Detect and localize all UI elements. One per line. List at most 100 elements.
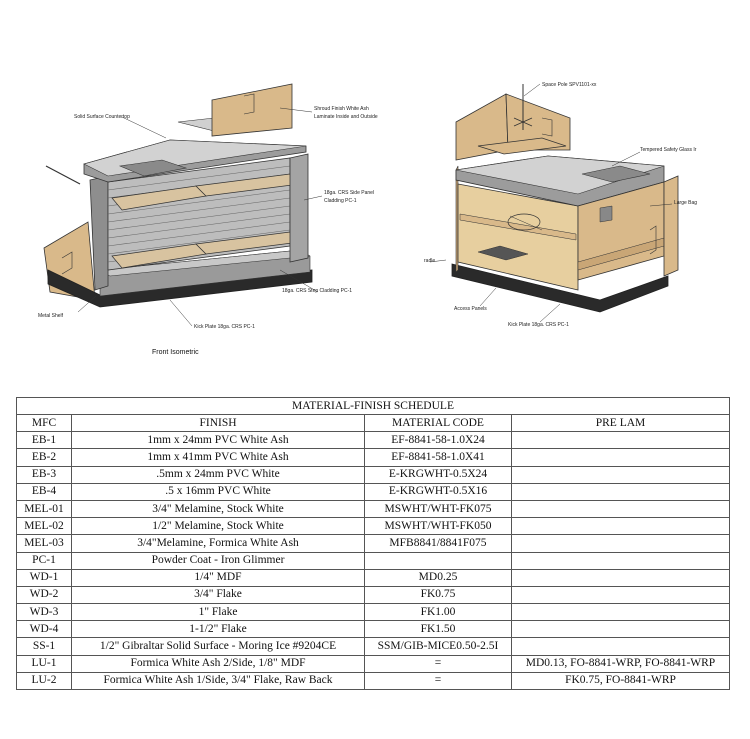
cell-mfc: PC-1 [16, 551, 72, 570]
header-material-code: MATERIAL CODE [364, 413, 512, 433]
header-mfc: MFC [16, 413, 72, 433]
access-panels-label: Access Panels [454, 306, 487, 312]
shroud-label-line2: Laminate Inside and Outside [314, 114, 378, 120]
cell-pre-lam: MD0.13, FO-8841-WRP, FO-8841-WRP [511, 654, 730, 673]
cell-material-code: FK0.75 [364, 585, 512, 605]
step-cladding-label: 18ga. CRS Step Cladding PC-1 [282, 288, 352, 294]
cell-material-code: EF-8841-58-1.0X41 [364, 448, 512, 467]
cell-pre-lam [511, 568, 730, 587]
cell-mfc: EB-3 [16, 465, 72, 484]
cell-finish: 1" Flake [71, 603, 365, 622]
front-isometric-drawing: Solid Surface Countertop Shroud Finish W… [38, 83, 378, 356]
space-pole-label: Space Pole SPV1101-xx [542, 82, 597, 88]
cell-material-code: MSWHT/WHT-FK075 [364, 499, 512, 519]
cell-mfc: MEL-03 [16, 534, 72, 553]
cell-mfc: LU-2 [16, 671, 72, 691]
cell-pre-lam [511, 585, 730, 605]
cell-finish: 1mm x 24mm PVC White Ash [71, 431, 365, 450]
glass-label: Tempered Safety Glass Ir [640, 147, 697, 153]
cell-mfc: WD-4 [16, 620, 72, 639]
cradle-label: radle [424, 258, 435, 264]
cell-finish: 3/4" Flake [71, 585, 365, 605]
schedule-title-row: MATERIAL-FINISH SCHEDULE [16, 397, 730, 415]
cell-material-code: MSWHT/WHT-FK050 [364, 517, 512, 536]
cell-material-code: MD0.25 [364, 568, 512, 587]
side-panel-label-line2: Cladding PC-1 [324, 198, 357, 204]
cell-finish: 1/4" MDF [71, 568, 365, 587]
rear-isometric-drawing: Space Pole SPV1101-xx Tempered Safety Gl… [424, 82, 697, 328]
cell-pre-lam [511, 603, 730, 622]
metal-shelf-label: Metal Shelf [38, 313, 64, 319]
front-isometric-caption: Front Isometric [152, 349, 199, 356]
schedule-header-row: MFC FINISH MATERIAL CODE PRE LAM [16, 413, 730, 433]
cell-material-code [364, 551, 512, 570]
cell-finish: Formica White Ash 1/Side, 3/4" Flake, Ra… [71, 671, 365, 691]
cell-mfc: WD-1 [16, 568, 72, 587]
cell-finish: 3/4" Melamine, Stock White [71, 499, 365, 519]
cell-pre-lam: FK0.75, FO-8841-WRP [511, 671, 730, 691]
cell-pre-lam [511, 465, 730, 484]
cell-material-code: EF-8841-58-1.0X24 [364, 431, 512, 450]
cell-material-code: MFB8841/8841F075 [364, 534, 512, 553]
cell-pre-lam [511, 534, 730, 553]
large-bag-label: Large Bag [674, 200, 697, 206]
shroud-label-line1: Shroud Finish White Ash [314, 106, 369, 112]
cell-pre-lam [511, 637, 730, 656]
cell-material-code: = [364, 671, 512, 691]
rear-kick-plate-label: Kick Plate 18ga. CRS PC-1 [508, 322, 569, 328]
cell-pre-lam [511, 517, 730, 536]
cell-material-code: FK1.50 [364, 620, 512, 639]
cell-material-code: = [364, 654, 512, 673]
cell-material-code: SSM/GIB-MICE0.50-2.5I [364, 637, 512, 656]
header-finish: FINISH [71, 413, 365, 433]
cell-pre-lam [511, 499, 730, 519]
cell-finish: 1-1/2" Flake [71, 620, 365, 639]
cell-pre-lam [511, 551, 730, 570]
side-panel-label-line1: 18ga. CRS Side Panel [324, 190, 374, 196]
cell-finish: Powder Coat - Iron Glimmer [71, 551, 365, 570]
cell-pre-lam [511, 448, 730, 467]
schedule-title: MATERIAL-FINISH SCHEDULE [16, 397, 730, 415]
cell-mfc: WD-3 [16, 603, 72, 622]
cell-mfc: SS-1 [16, 637, 72, 656]
cell-finish: 1/2" Gibraltar Solid Surface - Moring Ic… [71, 637, 365, 656]
cell-finish: 1mm x 41mm PVC White Ash [71, 448, 365, 467]
cell-material-code: FK1.00 [364, 603, 512, 622]
cell-material-code: E-KRGWHT-0.5X16 [364, 482, 512, 501]
cell-pre-lam [511, 482, 730, 501]
cell-mfc: EB-1 [16, 431, 72, 450]
cell-mfc: EB-2 [16, 448, 72, 467]
cell-finish: Formica White Ash 2/Side, 1/8" MDF [71, 654, 365, 673]
material-finish-schedule: MATERIAL-FINISH SCHEDULE MFC FINISH MATE… [16, 397, 730, 691]
cell-mfc: MEL-02 [16, 517, 72, 536]
cell-mfc: LU-1 [16, 654, 72, 673]
cell-finish: .5 x 16mm PVC White [71, 482, 365, 501]
countertop-label: Solid Surface Countertop [74, 114, 130, 120]
cell-mfc: MEL-01 [16, 499, 72, 519]
cell-mfc: EB-4 [16, 482, 72, 501]
cell-finish: .5mm x 24mm PVC White [71, 465, 365, 484]
cell-pre-lam [511, 431, 730, 450]
cell-pre-lam [511, 620, 730, 639]
cell-mfc: WD-2 [16, 585, 72, 605]
cell-material-code: E-KRGWHT-0.5X24 [364, 465, 512, 484]
cell-finish: 3/4"Melamine, Formica White Ash [71, 534, 365, 553]
header-pre-lam: PRE LAM [511, 413, 730, 433]
kick-plate-label: Kick Plate 18ga. CRS PC-1 [194, 324, 255, 330]
cell-finish: 1/2" Melamine, Stock White [71, 517, 365, 536]
